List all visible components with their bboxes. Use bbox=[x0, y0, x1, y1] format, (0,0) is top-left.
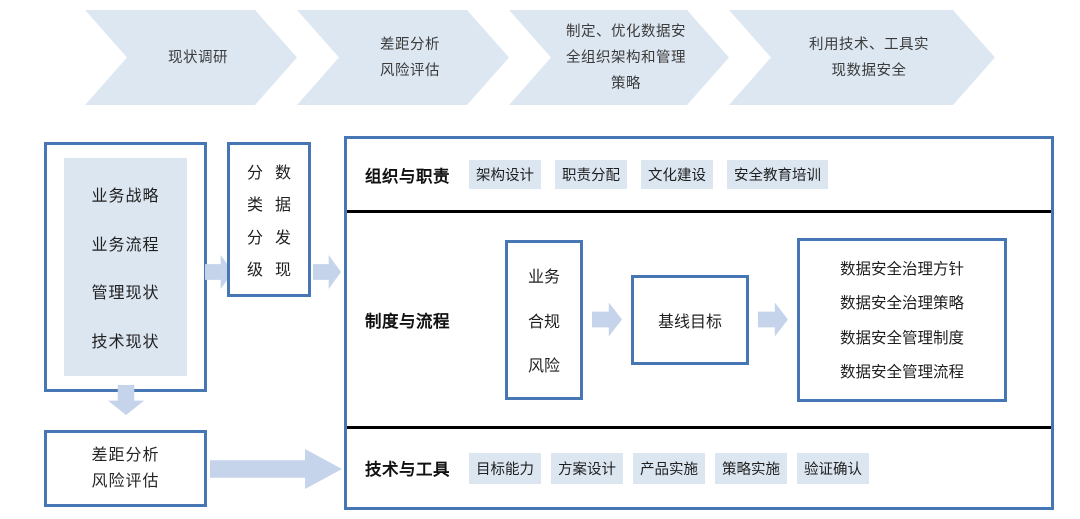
process-step-2-label: 差距分析 风险评估 bbox=[380, 36, 440, 79]
panel-row-process: 制度与流程 业务 合规 风险 基线目标 数据安全治理方针 数据安全治理策略 数据… bbox=[347, 213, 1051, 429]
arrow-right-classify-to-panel-icon bbox=[313, 255, 341, 289]
process-output-1: 数据安全治理方针 bbox=[839, 260, 964, 278]
org-tag-4[interactable]: 安全教育培训 bbox=[727, 160, 828, 189]
process-chevron-band: 现状调研 差距分析 风险评估 制定、优化数据安 全组织架构和管理 策略 利用技术… bbox=[0, 0, 1080, 120]
current-state-survey-box[interactable]: 业务战略 业务流程 管理现状 技术现状 bbox=[44, 142, 207, 392]
row-organization-title: 组织与职责 bbox=[365, 167, 450, 186]
baseline-target-box[interactable]: 基线目标 bbox=[631, 274, 749, 365]
tech-tag-4[interactable]: 策略实施 bbox=[715, 452, 787, 484]
classify-char-2: 类 bbox=[246, 197, 263, 215]
classify-char-1: 分 bbox=[246, 165, 263, 183]
governance-framework-panel: 组织与职责 架构设计 职责分配 文化建设 安全教育培训 制度与流程 业务 合规 … bbox=[344, 136, 1054, 510]
tech-tag-5[interactable]: 验证确认 bbox=[797, 452, 869, 484]
row-process-title: 制度与流程 bbox=[365, 312, 450, 331]
survey-item-1: 业务战略 bbox=[91, 188, 160, 206]
survey-item-2: 业务流程 bbox=[91, 236, 160, 254]
survey-item-4: 技术现状 bbox=[91, 333, 160, 351]
classify-char-4: 级 bbox=[246, 261, 263, 279]
process-step-1[interactable]: 现状调研 bbox=[85, 10, 297, 105]
process-flow: 业务 合规 风险 基线目标 数据安全治理方针 数据安全治理策略 数据安全管理制度… bbox=[469, 237, 1007, 402]
process-output-4: 数据安全管理流程 bbox=[839, 364, 964, 382]
discovery-char-3: 发 bbox=[275, 229, 292, 247]
process-step-3[interactable]: 制定、优化数据安 全组织架构和管理 策略 bbox=[509, 10, 729, 105]
survey-item-3: 管理现状 bbox=[91, 285, 160, 303]
process-input-1: 业务 bbox=[527, 269, 560, 286]
panel-row-technology: 技术与工具 目标能力 方案设计 产品实施 策略实施 验证确认 bbox=[347, 429, 1051, 507]
row-technology-tags: 目标能力 方案设计 产品实施 策略实施 验证确认 bbox=[469, 452, 869, 484]
tech-tag-3[interactable]: 产品实施 bbox=[633, 452, 705, 484]
process-output-2: 数据安全治理策略 bbox=[839, 295, 964, 313]
panel-row-organization: 组织与职责 架构设计 职责分配 文化建设 安全教育培训 bbox=[347, 139, 1051, 213]
classification-column-left: 分 类 分 级 bbox=[247, 151, 263, 288]
process-step-3-label: 制定、优化数据安 全组织架构和管理 策略 bbox=[566, 23, 686, 92]
tech-tag-2[interactable]: 方案设计 bbox=[551, 452, 623, 484]
discovery-char-2: 据 bbox=[275, 197, 292, 215]
process-step-4-label: 利用技术、工具实 现数据安全 bbox=[809, 36, 929, 79]
org-tag-2[interactable]: 职责分配 bbox=[555, 160, 627, 189]
process-step-2[interactable]: 差距分析 风险评估 bbox=[297, 10, 509, 105]
arrow-right-inputs-to-baseline-icon bbox=[592, 302, 622, 337]
process-step-1-label: 现状调研 bbox=[168, 49, 228, 66]
gap-analysis-risk-assessment-box[interactable]: 差距分析 风险评估 bbox=[44, 430, 207, 507]
process-inputs-box[interactable]: 业务 合规 风险 bbox=[505, 239, 583, 400]
gap-analysis-label: 差距分析 风险评估 bbox=[91, 446, 160, 490]
org-tag-1[interactable]: 架构设计 bbox=[469, 160, 541, 189]
process-output-3: 数据安全管理制度 bbox=[839, 329, 964, 347]
discovery-char-4: 现 bbox=[275, 261, 292, 279]
process-outputs-box[interactable]: 数据安全治理方针 数据安全治理策略 数据安全管理制度 数据安全管理流程 bbox=[797, 237, 1007, 402]
current-state-survey-list: 业务战略 业务流程 管理现状 技术现状 bbox=[64, 158, 187, 376]
org-tag-3[interactable]: 文化建设 bbox=[641, 160, 713, 189]
classification-column-right: 数 据 发 现 bbox=[275, 151, 291, 288]
data-discovery-classification-box[interactable]: 分 类 分 级 数 据 发 现 bbox=[227, 142, 311, 297]
arrow-right-gap-to-panel-icon bbox=[210, 449, 342, 489]
process-step-4[interactable]: 利用技术、工具实 现数据安全 bbox=[729, 10, 995, 105]
classify-char-3: 分 bbox=[246, 229, 263, 247]
discovery-char-1: 数 bbox=[275, 165, 292, 183]
row-technology-title: 技术与工具 bbox=[365, 461, 450, 479]
baseline-target-label: 基线目标 bbox=[657, 313, 722, 331]
process-input-2: 合规 bbox=[527, 313, 560, 331]
tech-tag-1[interactable]: 目标能力 bbox=[469, 452, 541, 484]
row-organization-tags: 架构设计 职责分配 文化建设 安全教育培训 bbox=[469, 160, 828, 189]
process-input-3: 风险 bbox=[527, 358, 560, 375]
arrow-right-baseline-to-outputs-icon bbox=[758, 302, 788, 337]
